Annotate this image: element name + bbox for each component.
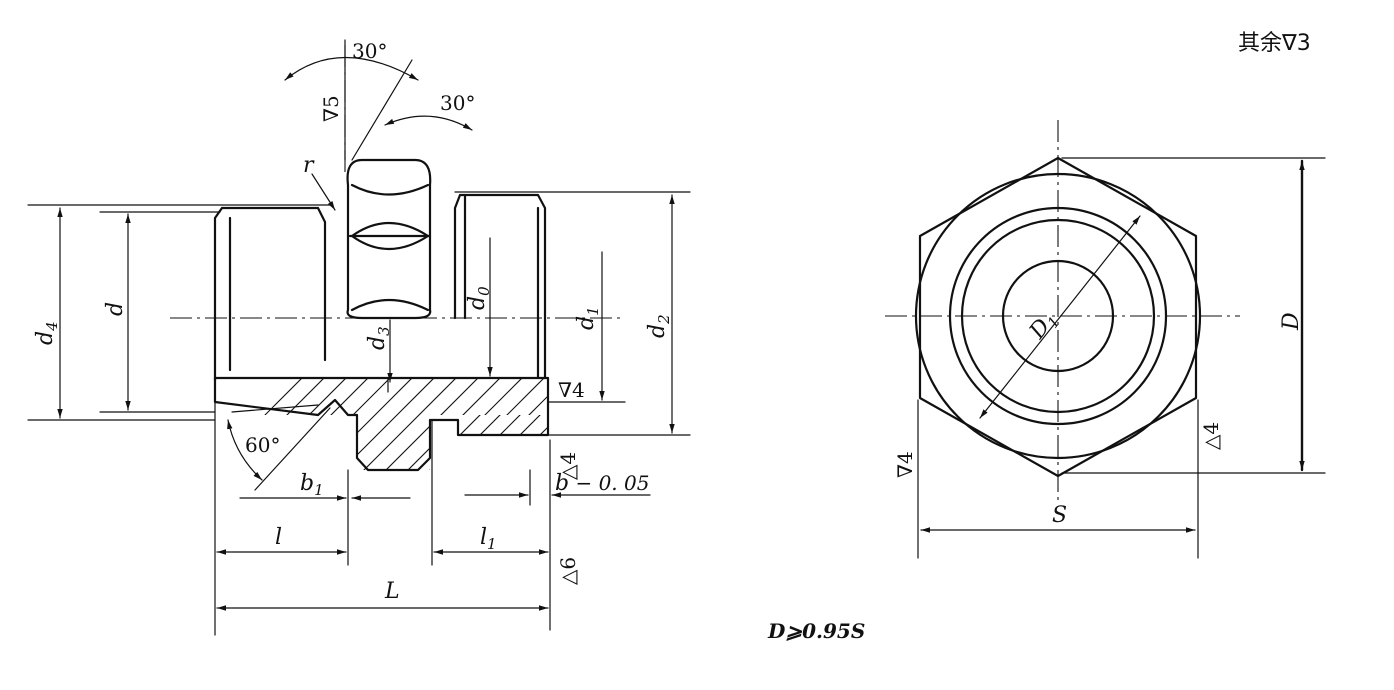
finish-mark-d6: △6 bbox=[556, 557, 580, 585]
hex-nut-outline bbox=[346, 158, 432, 320]
thread-angle-line bbox=[254, 407, 331, 491]
dim-angle-top-1 bbox=[284, 57, 419, 81]
surface-finish-note: 其余∇3 bbox=[1238, 31, 1311, 56]
label-D: D bbox=[1279, 312, 1304, 331]
label-l1: l1 bbox=[480, 525, 497, 553]
hexagon-outline bbox=[918, 156, 1198, 478]
chamfer-line bbox=[351, 59, 413, 161]
hex-nut-faces bbox=[348, 183, 432, 312]
finish-mark-d4: △4 bbox=[556, 452, 580, 480]
label-d2: d2 bbox=[645, 314, 673, 338]
dimension-lines bbox=[57, 57, 675, 611]
sectioned-half bbox=[213, 376, 550, 472]
left-thread-body bbox=[213, 206, 327, 382]
label-angle-30-a: 30° bbox=[352, 39, 387, 63]
right-thread-body bbox=[453, 193, 547, 380]
finish-mark-v4: ∇4 bbox=[558, 378, 585, 402]
label-b1: b1 bbox=[300, 471, 324, 499]
end-finish-mark-d4: △4 bbox=[1199, 422, 1223, 450]
section-outline bbox=[213, 376, 550, 472]
label-angle-60: 60° bbox=[245, 433, 280, 457]
label-d4: d4 bbox=[33, 321, 61, 345]
label-d3: d3 bbox=[365, 326, 393, 350]
label-r: r bbox=[303, 153, 315, 178]
outer-circle bbox=[914, 172, 1202, 460]
end-view: D S D1 ∇4 △4 bbox=[885, 120, 1326, 559]
leader-r bbox=[311, 173, 336, 211]
label-d0: d0 bbox=[465, 286, 493, 310]
label-S: S bbox=[1052, 503, 1067, 528]
end-finish-mark-v4: ∇4 bbox=[893, 451, 917, 478]
dim-D1 bbox=[979, 215, 1141, 419]
label-l: l bbox=[275, 525, 282, 550]
extension-lines bbox=[27, 39, 691, 636]
label-L: L bbox=[384, 579, 400, 604]
formula-note: D⩾0.95S bbox=[767, 619, 865, 643]
finish-mark-v5: ∇5 bbox=[319, 95, 343, 122]
inner-circle-1 bbox=[948, 206, 1168, 426]
label-d1: d1 bbox=[574, 306, 602, 330]
label-d: d bbox=[103, 302, 128, 316]
dim-angle-thread bbox=[227, 419, 263, 481]
side-view-labels: d4 d d3 d0 d1 d2 r 30° 30° 60° ∇5 ∇4 △4 … bbox=[33, 39, 673, 604]
label-angle-30-b: 30° bbox=[440, 91, 475, 115]
label-b-tolerance: b − 0. 05 bbox=[555, 471, 649, 496]
dim-angle-top-2 bbox=[384, 115, 473, 131]
side-view: d4 d d3 d0 d1 d2 r 30° 30° 60° ∇5 ∇4 △4 … bbox=[27, 39, 691, 636]
end-extension-lines bbox=[917, 157, 1326, 559]
